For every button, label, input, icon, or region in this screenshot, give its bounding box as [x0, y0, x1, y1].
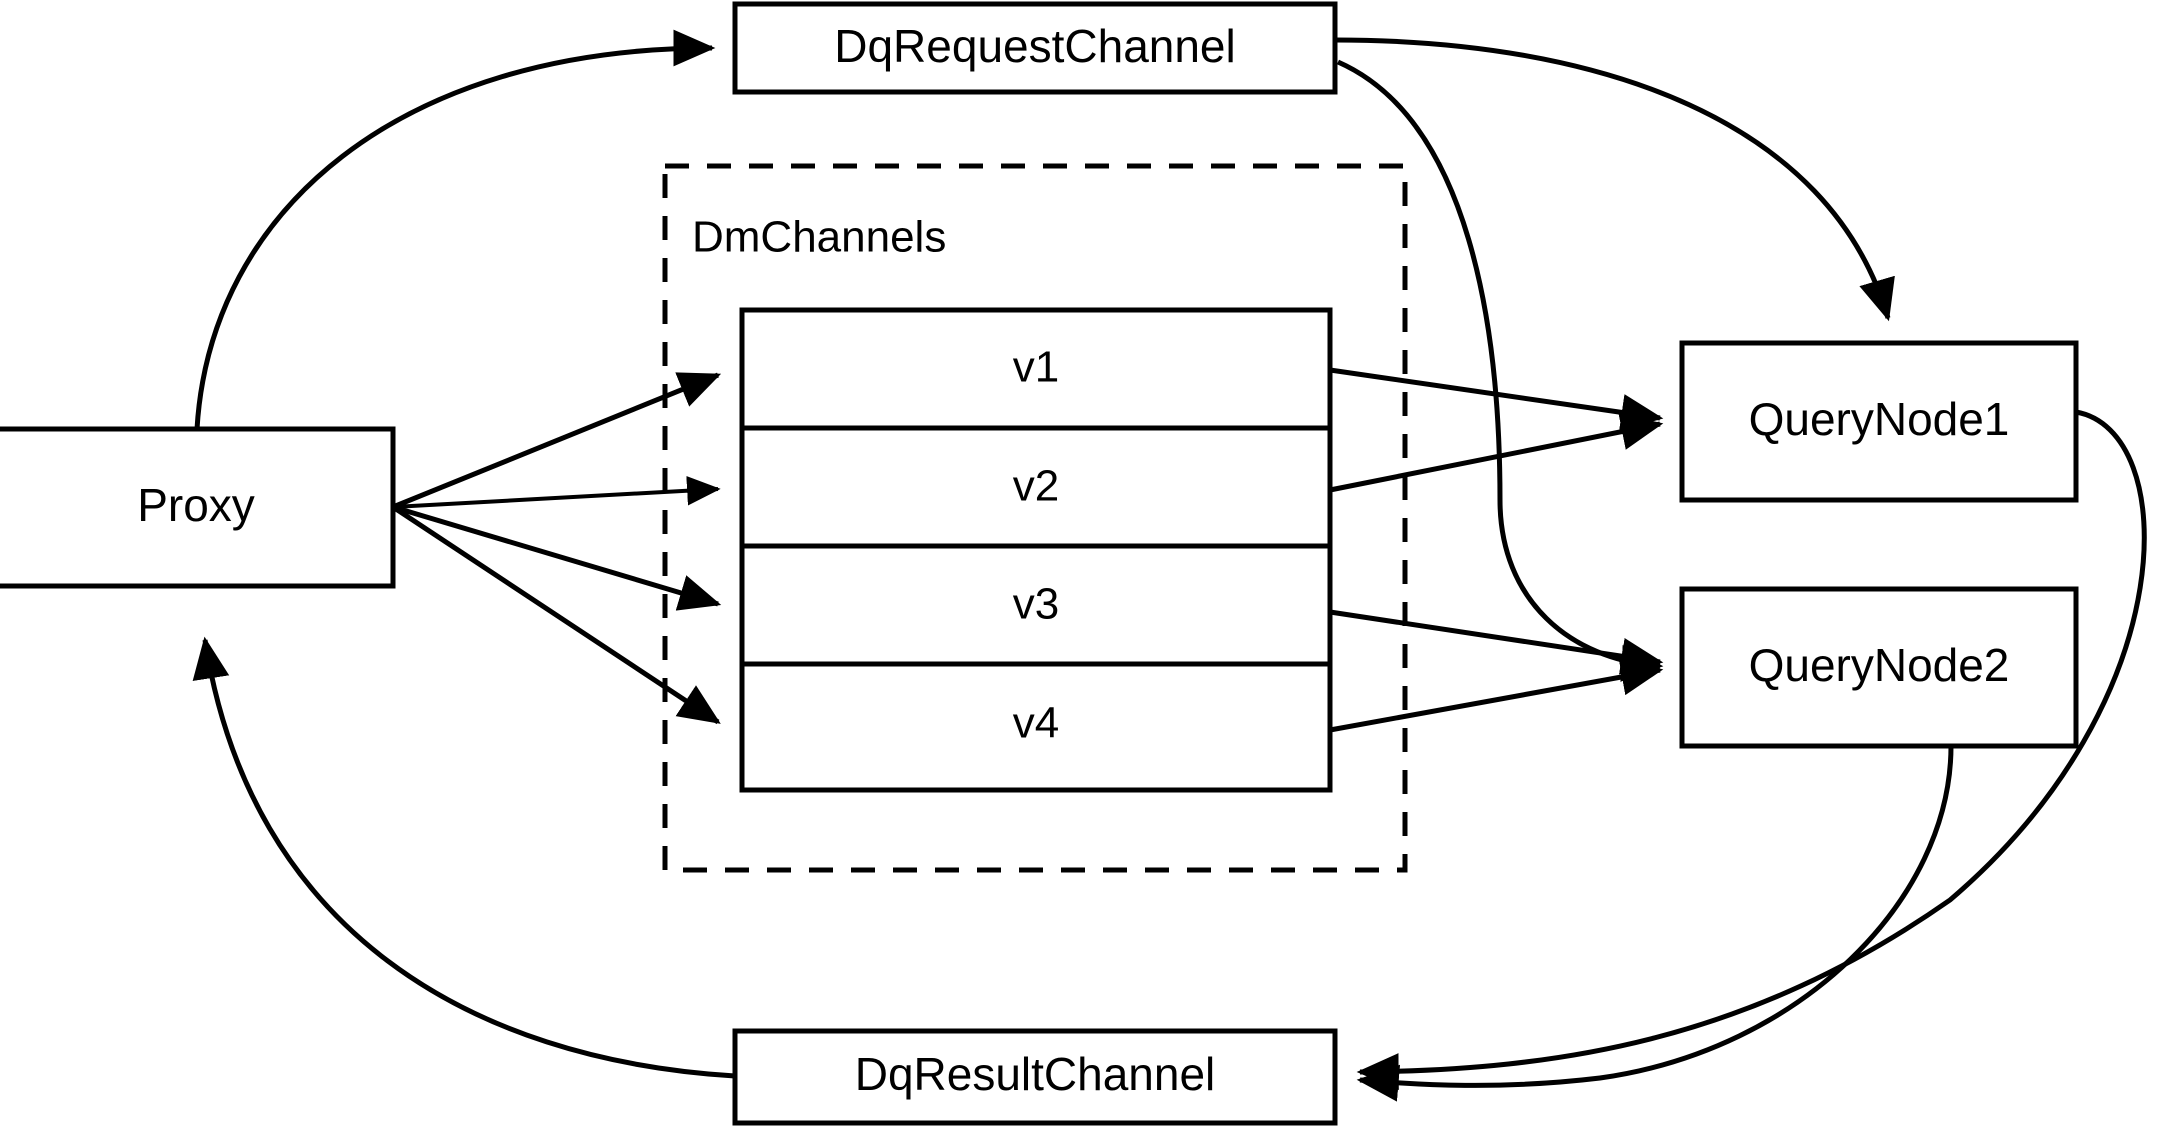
edge-dqresultchannel-to-proxy — [192, 636, 736, 1079]
dm-channel-row-v3-label[interactable]: v3 — [1013, 580, 1059, 629]
edge-proxy-to-dqrequestchannel — [194, 29, 716, 430]
edge-v3-to-querynode2 — [1329, 609, 1664, 675]
dm-channel-table-border — [739, 307, 1333, 793]
edge-v2-to-querynode1 — [1329, 413, 1664, 493]
edge-querynode2-to-dqresultchannel — [1356, 745, 1954, 1102]
node-dq-result-channel[interactable]: DqResultChannel — [732, 1028, 1338, 1126]
edge-proxy-to-v1 — [392, 372, 722, 510]
dq-request-channel-box[interactable] — [732, 1, 1338, 95]
proxy-label: Proxy — [137, 479, 255, 531]
dq-result-channel-box[interactable] — [732, 1028, 1338, 1126]
query-node-1-box[interactable] — [1679, 340, 2079, 503]
dm-channels-group: DmChannels — [662, 163, 1408, 873]
node-proxy[interactable]: Proxy — [0, 426, 396, 589]
query-node-2-label: QueryNode2 — [1749, 639, 2010, 691]
edge-proxy-to-v2 — [392, 475, 721, 509]
dm-channel-table: v1 v2 v3 v4 — [739, 307, 1333, 793]
query-node-2-box[interactable] — [1679, 586, 2079, 749]
node-query-node-2[interactable]: QueryNode2 — [1679, 586, 2079, 749]
dq-request-channel-label: DqRequestChannel — [834, 20, 1236, 72]
dm-channel-row-v2-label[interactable]: v2 — [1013, 462, 1059, 511]
edge-querynode1-to-dqresultchannel — [1356, 409, 2147, 1091]
proxy-box[interactable] — [0, 426, 396, 589]
edge-proxy-to-v4 — [391, 504, 721, 725]
node-dq-request-channel[interactable]: DqRequestChannel — [732, 1, 1338, 95]
dm-channel-row-v4-label[interactable]: v4 — [1013, 699, 1059, 748]
edge-dqrequestchannel-to-querynode2 — [1336, 59, 1664, 682]
node-query-node-1[interactable]: QueryNode1 — [1679, 340, 2079, 503]
edge-dqrequestchannel-to-querynode1 — [1334, 37, 1895, 322]
dq-result-channel-label: DqResultChannel — [855, 1048, 1216, 1100]
dm-channels-group-border — [662, 163, 1408, 873]
query-node-1-label: QueryNode1 — [1749, 393, 2010, 445]
dm-channels-group-label: DmChannels — [692, 213, 946, 262]
edge-proxy-to-v3 — [392, 504, 722, 611]
dm-channel-row-v1-label[interactable]: v1 — [1013, 343, 1059, 392]
edge-v1-to-querynode1 — [1329, 367, 1664, 431]
edge-v4-to-querynode2 — [1329, 658, 1664, 733]
